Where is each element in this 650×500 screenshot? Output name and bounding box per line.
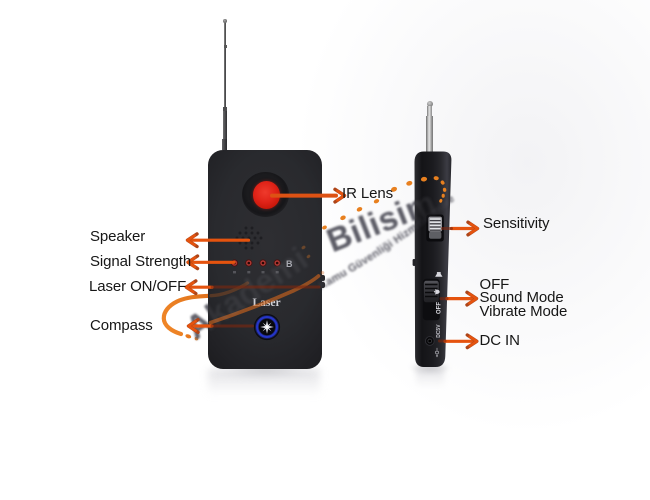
svg-text:Akademi: Akademi xyxy=(179,240,314,347)
svg-text:DC5V: DC5V xyxy=(436,324,442,338)
svg-text:OFF: OFF xyxy=(436,302,442,314)
svg-text:B: B xyxy=(286,259,293,269)
